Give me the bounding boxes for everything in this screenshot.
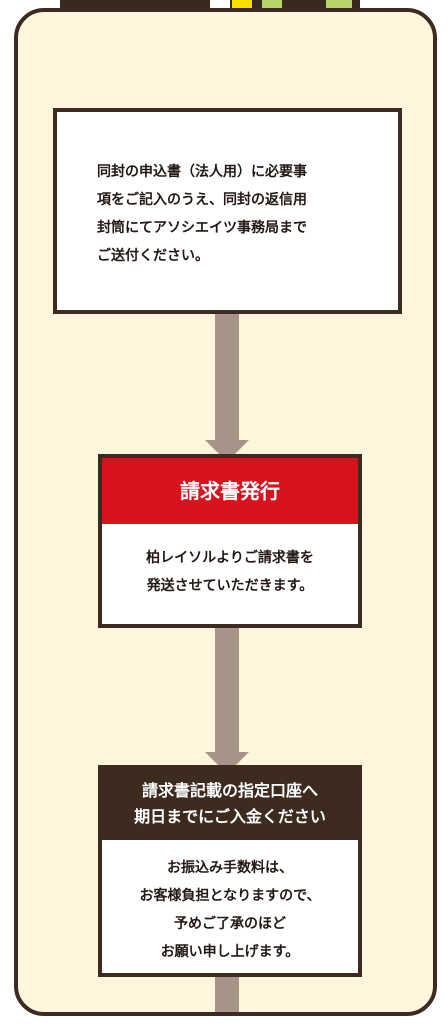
step-2-text: 柏レイソルよりご請求書を 発送させていただきます。 [102,524,358,600]
flow-panel: 同封の申込書（法人用）に必要事 項をご記入のうえ、同封の返信用 封筒にてアソシエ… [14,8,437,1016]
step-2-title: 請求書発行 [102,458,358,524]
connector-2 [215,626,239,756]
step-1-line: 封筒にてアソシエイツ事務局まで [97,220,307,236]
step-3-title: 請求書記載の指定口座へ 期日までにご入金ください [102,769,358,840]
step-3-text: お振込み手数料は、 お客様負担となりますので、 予めご了承のほど お願い申し上げ… [102,840,358,966]
step-3-line: お客様負担となりますので、 [139,888,321,904]
step-2-line: 柏レイソルよりご請求書を [146,550,314,566]
step-1-line: ご送付ください。 [97,248,209,264]
step-1-card: 同封の申込書（法人用）に必要事 項をご記入のうえ、同封の返信用 封筒にてアソシエ… [53,108,402,314]
step-1-line: 項をご記入のうえ、同封の返信用 [97,192,307,208]
connector-3 [215,974,239,1012]
step-1-line: 同封の申込書（法人用）に必要事 [97,164,307,180]
step-3-line: お振込み手数料は、 [167,860,293,876]
step-3-card: 請求書記載の指定口座へ 期日までにご入金ください お振込み手数料は、 お客様負担… [98,765,362,977]
step-3-title-line: 期日までにご入金ください [134,807,326,826]
step-3-line: 予めご了承のほど [174,916,286,932]
step-3-title-line: 請求書記載の指定口座へ [141,781,318,800]
step-3-line: お願い申し上げます。 [160,944,300,960]
connector-1 [215,314,239,444]
step-2-line: 発送させていただきます。 [146,578,314,594]
step-2-card: 請求書発行 柏レイソルよりご請求書を 発送させていただきます。 [98,454,362,628]
step-1-text: 同封の申込書（法人用）に必要事 項をご記入のうえ、同封の返信用 封筒にてアソシエ… [97,158,307,270]
